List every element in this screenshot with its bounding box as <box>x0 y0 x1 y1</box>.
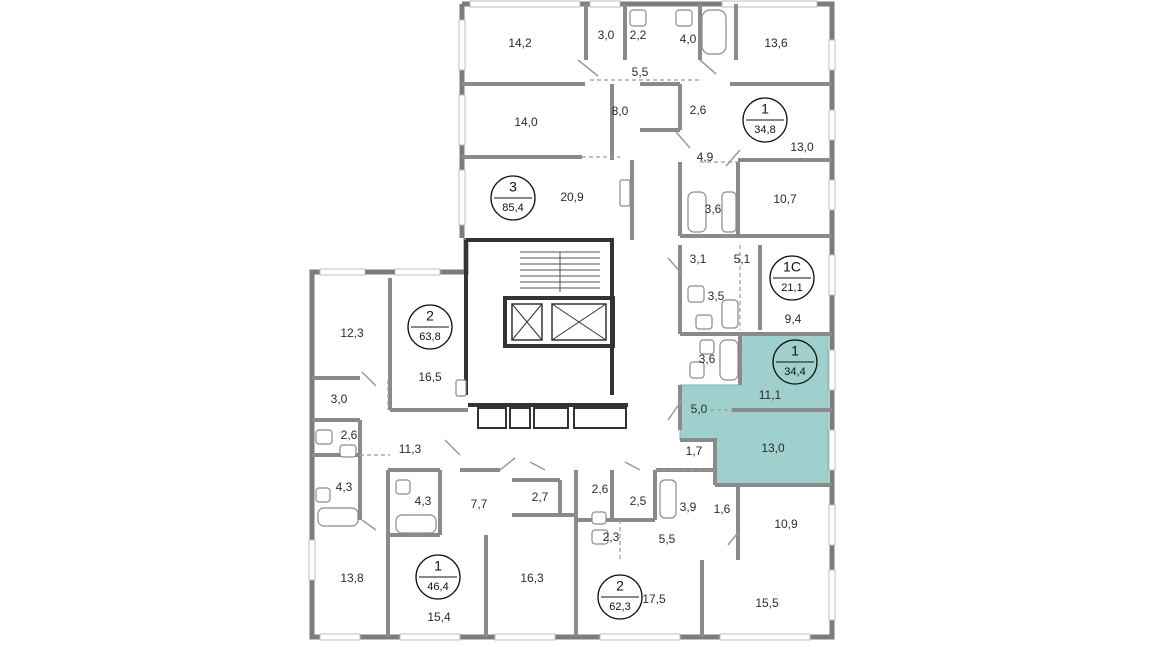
room-area-label: 9,4 <box>785 312 802 326</box>
room-area-label: 2,5 <box>630 494 647 508</box>
apartment-type: 2 <box>426 308 434 324</box>
room-area-label: 2,3 <box>603 530 620 544</box>
room-area-label: 11,3 <box>399 442 422 456</box>
apartment-badge[interactable]: 1 34,8 <box>742 97 788 143</box>
apartment-badge[interactable]: 1 46,4 <box>415 554 461 600</box>
room-area-label: 5,1 <box>734 252 751 266</box>
room-area-label: 5,5 <box>659 532 676 546</box>
room-area-label: 13,8 <box>340 571 364 585</box>
apartment-type: 1 <box>434 558 442 574</box>
room-area-label: 2,6 <box>341 428 358 442</box>
room-area-label: 2,6 <box>690 103 707 117</box>
room-area-label: 20,9 <box>560 190 584 204</box>
room-area-label: 15,5 <box>755 596 779 610</box>
room-area-label: 4,3 <box>336 480 353 494</box>
room-area-label: 14,2 <box>508 36 532 50</box>
apartment-type: 1 <box>761 101 769 117</box>
room-area-label: 15,4 <box>427 610 451 624</box>
apartment-badge[interactable]: 2 63,8 <box>407 304 453 350</box>
apartment-type: 3 <box>509 179 517 195</box>
room-area-label: 3,0 <box>331 392 348 406</box>
apartment-badge[interactable]: 3 85,4 <box>490 175 536 221</box>
room-area-label: 10,7 <box>773 192 797 206</box>
apartment-area: 63,8 <box>419 331 440 343</box>
zone-separators <box>360 79 741 560</box>
apartment-area: 34,4 <box>784 366 805 378</box>
room-area-label: 4,9 <box>697 150 714 164</box>
room-area-label: 14,0 <box>514 115 538 129</box>
interior-walls <box>312 4 832 637</box>
apartment-type: 2 <box>616 578 624 594</box>
room-area-label: 3,5 <box>708 289 725 303</box>
apartment-area: 34,8 <box>754 124 775 136</box>
apartment-area: 85,4 <box>502 202 523 214</box>
room-area-label: 13,0 <box>761 441 785 455</box>
room-area-label: 1,7 <box>686 444 703 458</box>
room-area-label: 5,0 <box>691 402 708 416</box>
room-area-label: 5,5 <box>632 65 649 79</box>
apartment-badge[interactable]: 2 62,3 <box>597 574 643 620</box>
room-labels: 14,2 3,0 2,2 4,0 13,6 5,5 14,0 8,0 2,6 1… <box>331 28 814 624</box>
windows <box>308 0 836 641</box>
room-area-label: 8,0 <box>612 104 629 118</box>
apartment-badge-selected[interactable]: 1 34,4 <box>772 339 818 385</box>
room-area-label: 16,5 <box>418 370 442 384</box>
apartment-area: 21,1 <box>781 282 802 294</box>
room-area-label: 3,6 <box>705 202 722 216</box>
building-core <box>464 238 628 429</box>
room-area-label: 2,7 <box>532 490 549 504</box>
room-area-label: 16,3 <box>520 571 544 585</box>
apartment-badge[interactable]: 1С 21,1 <box>769 255 815 301</box>
room-area-label: 11,1 <box>759 388 782 402</box>
room-area-label: 3,6 <box>699 352 716 366</box>
room-area-label: 12,3 <box>340 326 364 340</box>
apartment-type: 1 <box>791 343 799 359</box>
apartment-area: 46,4 <box>427 581 448 593</box>
apartment-type: 1С <box>783 259 801 275</box>
room-area-label: 4,3 <box>415 494 432 508</box>
room-area-label: 4,0 <box>680 32 697 46</box>
room-area-label: 10,9 <box>774 517 798 531</box>
room-area-label: 3,1 <box>690 252 707 266</box>
room-area-label: 3,0 <box>598 28 615 42</box>
room-area-label: 3,9 <box>680 500 697 514</box>
room-area-label: 13,0 <box>790 140 814 154</box>
apartment-area: 62,3 <box>609 601 630 613</box>
bathroom-fixtures <box>315 9 739 545</box>
room-area-label: 2,6 <box>592 482 609 496</box>
room-area-label: 7,7 <box>471 497 488 511</box>
room-area-label: 13,6 <box>764 36 788 50</box>
room-area-label: 1,6 <box>714 502 731 516</box>
room-area-label: 17,5 <box>642 592 666 606</box>
room-area-label: 2,2 <box>630 28 647 42</box>
doors <box>361 59 741 546</box>
